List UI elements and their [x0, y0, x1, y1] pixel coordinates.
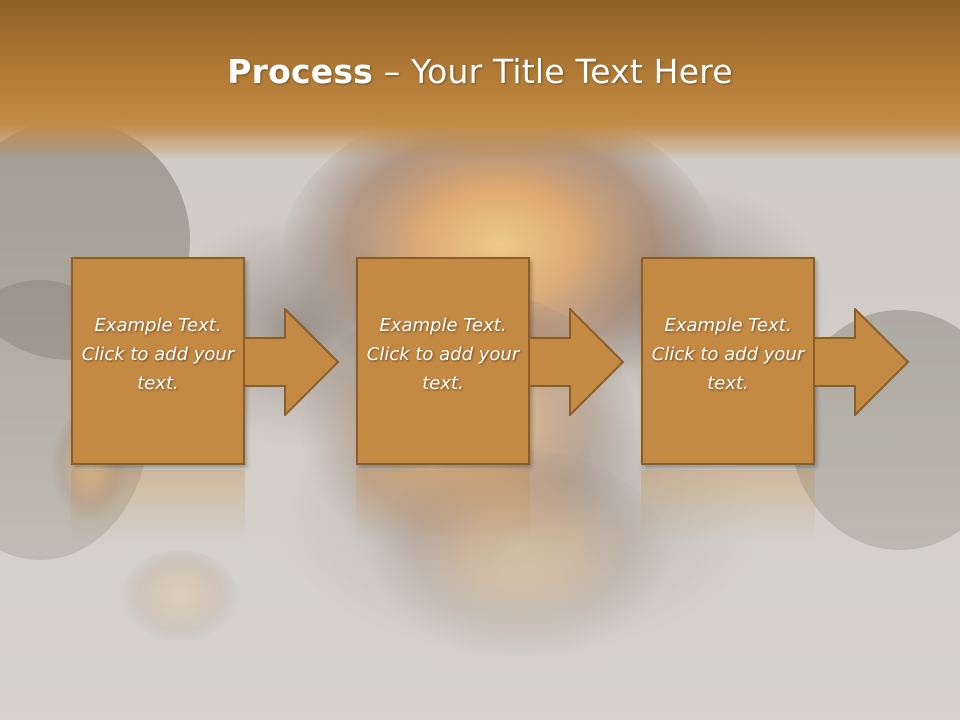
process-step-1-box[interactable]: Example Text. Click to add your text.	[71, 257, 245, 465]
process-step-2-box[interactable]: Example Text. Click to add your text.	[356, 257, 530, 465]
process-step-2-reflection	[356, 470, 530, 540]
title-band	[0, 0, 960, 160]
process-arrow-1-icon	[244, 308, 340, 416]
process-step-3-text[interactable]: Example Text. Click to add your text.	[651, 315, 805, 394]
process-step-2-text[interactable]: Example Text. Click to add your text.	[366, 315, 520, 394]
process-arrow-2-icon	[529, 308, 625, 416]
title-rest-text: – Your Title Text Here	[373, 52, 733, 91]
process-step-1-text[interactable]: Example Text. Click to add your text.	[81, 315, 235, 394]
title-bold-text: Process	[227, 52, 374, 91]
slide-title[interactable]: Process – Your Title Text Here	[0, 52, 960, 91]
process-arrow-3-icon	[814, 308, 910, 416]
process-step-3-box[interactable]: Example Text. Click to add your text.	[641, 257, 815, 465]
process-step-3-reflection	[641, 470, 815, 540]
process-step-1-reflection	[71, 470, 245, 540]
